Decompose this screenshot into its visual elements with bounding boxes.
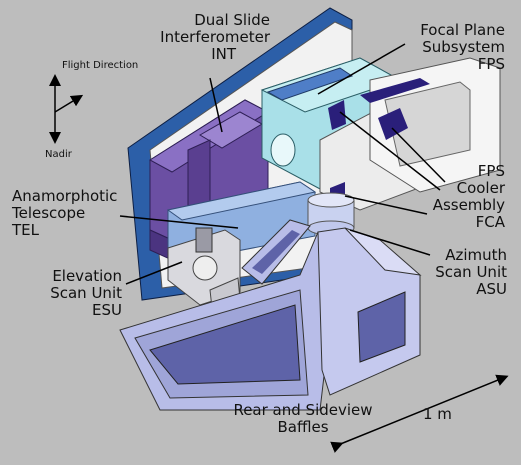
esu-label: Elevation Scan Unit ESU: [50, 267, 122, 319]
flight-direction-label: Flight Direction: [62, 60, 139, 71]
fps-enclosure: [319, 57, 501, 211]
leader-lines: [119, 43, 446, 285]
fps-label: Focal Plane Subsystem FPS: [420, 21, 505, 73]
rear-and-sideview-baffles: [119, 227, 422, 411]
sideview-slot-baffle: [241, 219, 311, 285]
scale-bar: [330, 374, 509, 453]
asu-label: Azimuth Scan Unit ASU: [435, 246, 507, 298]
nadir-label: Nadir: [45, 149, 72, 160]
baffles-label: Rear and Sideview Baffles: [233, 401, 373, 436]
int-label: Dual Slide Interferometer INT: [160, 11, 270, 63]
fca-label: FPS Cooler Assembly FCA: [432, 162, 505, 231]
orientation-arrows: [49, 74, 84, 144]
tel-label: Anamorphotic Telescope TEL: [12, 187, 118, 239]
fps-cooler-assembly-fca: [328, 100, 408, 210]
scale-label: 1 m: [423, 405, 452, 423]
azimuth-scan-unit-asu: [307, 192, 355, 236]
